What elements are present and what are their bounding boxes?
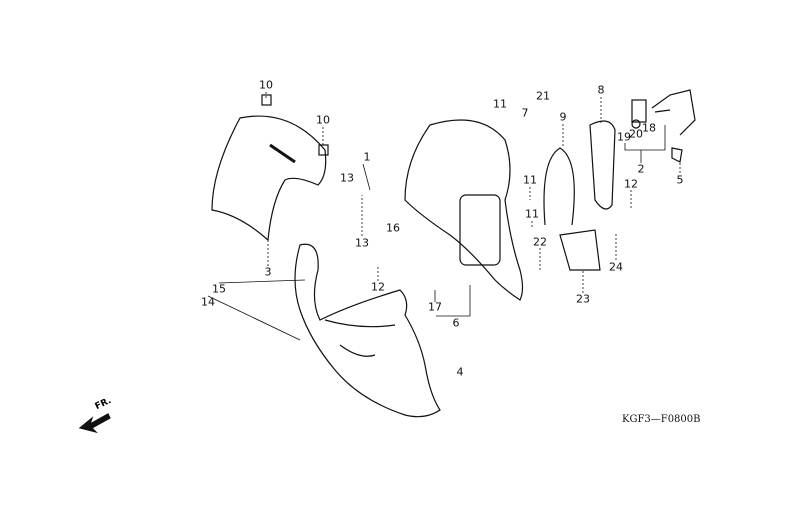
- callout-8: 8: [597, 83, 605, 97]
- part-23-plate: [559, 229, 601, 271]
- callout-16: 16: [386, 221, 400, 235]
- part-3-emblem: [269, 143, 296, 164]
- part-3-front-cover: [211, 115, 327, 242]
- callout-3: 3: [264, 265, 272, 279]
- diagram-code: KGF3—F0800B: [622, 414, 701, 425]
- part-2-lock-set: [651, 89, 696, 136]
- callout-2: 2: [637, 162, 645, 176]
- callout-15: 15: [212, 282, 226, 296]
- front-arrow-icon: [78, 413, 111, 434]
- callout-13: 13: [340, 171, 354, 185]
- part-18-plate: [631, 99, 647, 123]
- part-4-inner-detail: [324, 319, 396, 357]
- callout-1: 1: [363, 150, 371, 164]
- callout-23: 23: [576, 292, 590, 306]
- callout-7: 7: [521, 106, 529, 120]
- callout-10: 10: [259, 78, 273, 92]
- callout-11: 11: [525, 207, 539, 221]
- callout-11: 11: [493, 97, 507, 111]
- part-6-inner-cover: [404, 119, 524, 301]
- callout-21: 21: [536, 89, 550, 103]
- callout-14: 14: [201, 295, 215, 309]
- callout-20: 20: [629, 127, 643, 141]
- leader-lines: [265, 92, 681, 293]
- part-4-lower-cover: [294, 243, 441, 418]
- callout-11: 11: [523, 173, 537, 187]
- callout-5: 5: [676, 173, 684, 187]
- callout-9: 9: [559, 110, 567, 124]
- callout-13: 13: [355, 236, 369, 250]
- callout-24: 24: [609, 260, 623, 274]
- part-8-bracket: [589, 120, 616, 210]
- callout-22: 22: [533, 235, 547, 249]
- part-9-strap: [543, 147, 575, 226]
- callout-12: 12: [624, 177, 638, 191]
- callout-17: 17: [428, 300, 442, 314]
- callout-10: 10: [316, 113, 330, 127]
- part-10-clip: [318, 144, 329, 156]
- part-10-clip: [261, 94, 272, 106]
- part-17-pocket: [459, 194, 501, 266]
- bracket-lines: [207, 125, 666, 341]
- callout-19: 19: [617, 130, 631, 144]
- part-5-clip: [671, 147, 683, 163]
- part-20-washer: [631, 119, 641, 129]
- callout-12: 12: [371, 280, 385, 294]
- callout-6: 6: [452, 316, 460, 330]
- callout-18: 18: [642, 121, 656, 135]
- callout-4: 4: [456, 365, 464, 379]
